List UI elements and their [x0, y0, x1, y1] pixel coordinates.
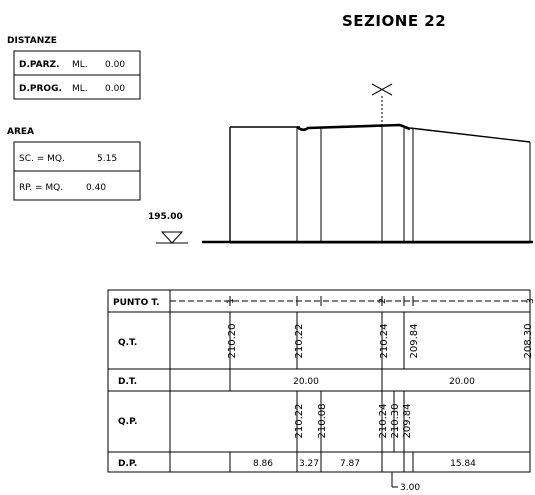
- dprog-label: D.PROG.: [19, 84, 62, 94]
- punto-row-graphics: [170, 296, 531, 306]
- datum-label: 195.00: [148, 212, 183, 222]
- dparz-value: 0.00: [105, 60, 125, 70]
- dparz-label: D.PARZ.: [19, 60, 60, 70]
- dp-value-2: 3.27: [299, 459, 319, 469]
- dt-value-1: 20.00: [293, 377, 319, 387]
- dt-value-2: 20.00: [449, 377, 475, 387]
- area-riporto-value: 0.40: [86, 183, 106, 193]
- dp-value-3: 7.87: [340, 459, 360, 469]
- punto-mark-1: 1: [226, 298, 236, 304]
- dp-value-4: 15.84: [450, 459, 476, 469]
- qt-value-3: 210.24: [379, 324, 390, 359]
- row-label-punto: PUNTO T.: [113, 298, 160, 308]
- qt-value-4: 209.84: [409, 324, 420, 359]
- qp-value-4: 210.30: [390, 404, 401, 439]
- row-label-qp: Q.P.: [118, 417, 137, 427]
- qp-value-5: 209.84: [402, 404, 413, 439]
- station-lines: [296, 126, 414, 243]
- dprog-unit: ML.: [72, 84, 88, 94]
- qp-value-1: 210.22: [294, 404, 305, 439]
- area-box: [13, 141, 141, 201]
- dt-row-ticks: [229, 369, 383, 391]
- row-label-dp: D.P.: [118, 459, 137, 469]
- row-label-qt: Q.T.: [118, 338, 137, 348]
- dp-value-1: 8.86: [253, 459, 273, 469]
- data-table-frame: [107, 289, 531, 473]
- punto-mark-2: 2: [378, 298, 388, 304]
- axis-symbol-icon: [371, 83, 393, 127]
- distanze-heading: DISTANZE: [7, 36, 57, 46]
- qt-value-1: 210.20: [227, 324, 238, 359]
- area-heading: AREA: [7, 127, 34, 137]
- row-label-dt: D.T.: [118, 377, 137, 387]
- area-riporto-label: RP. = MQ.: [19, 183, 63, 193]
- dp-callout-value: 3.00: [400, 483, 420, 493]
- qt-row-ticks: [229, 312, 531, 369]
- qp-value-3: 210.24: [378, 404, 389, 439]
- datum-triangle-icon: [156, 231, 188, 244]
- dp-callout-leader: [391, 472, 398, 488]
- dparz-unit: ML.: [72, 60, 88, 70]
- qp-row-ticks: [296, 391, 405, 452]
- qp-value-2: 210.08: [317, 404, 328, 439]
- section-title: SEZIONE 22: [342, 12, 446, 30]
- qt-value-5: 208.30: [523, 324, 534, 359]
- dprog-value: 0.00: [105, 84, 125, 94]
- punto-mark-3: 3: [526, 298, 535, 304]
- area-scavo-label: SC. = MQ.: [19, 154, 65, 164]
- dp-row-ticks: [229, 452, 414, 472]
- terrain-profile: [229, 126, 531, 244]
- distanze-box: [13, 50, 141, 100]
- qt-value-2: 210.22: [294, 324, 305, 359]
- area-scavo-value: 5.15: [97, 154, 117, 164]
- project-road-profile: [296, 123, 411, 132]
